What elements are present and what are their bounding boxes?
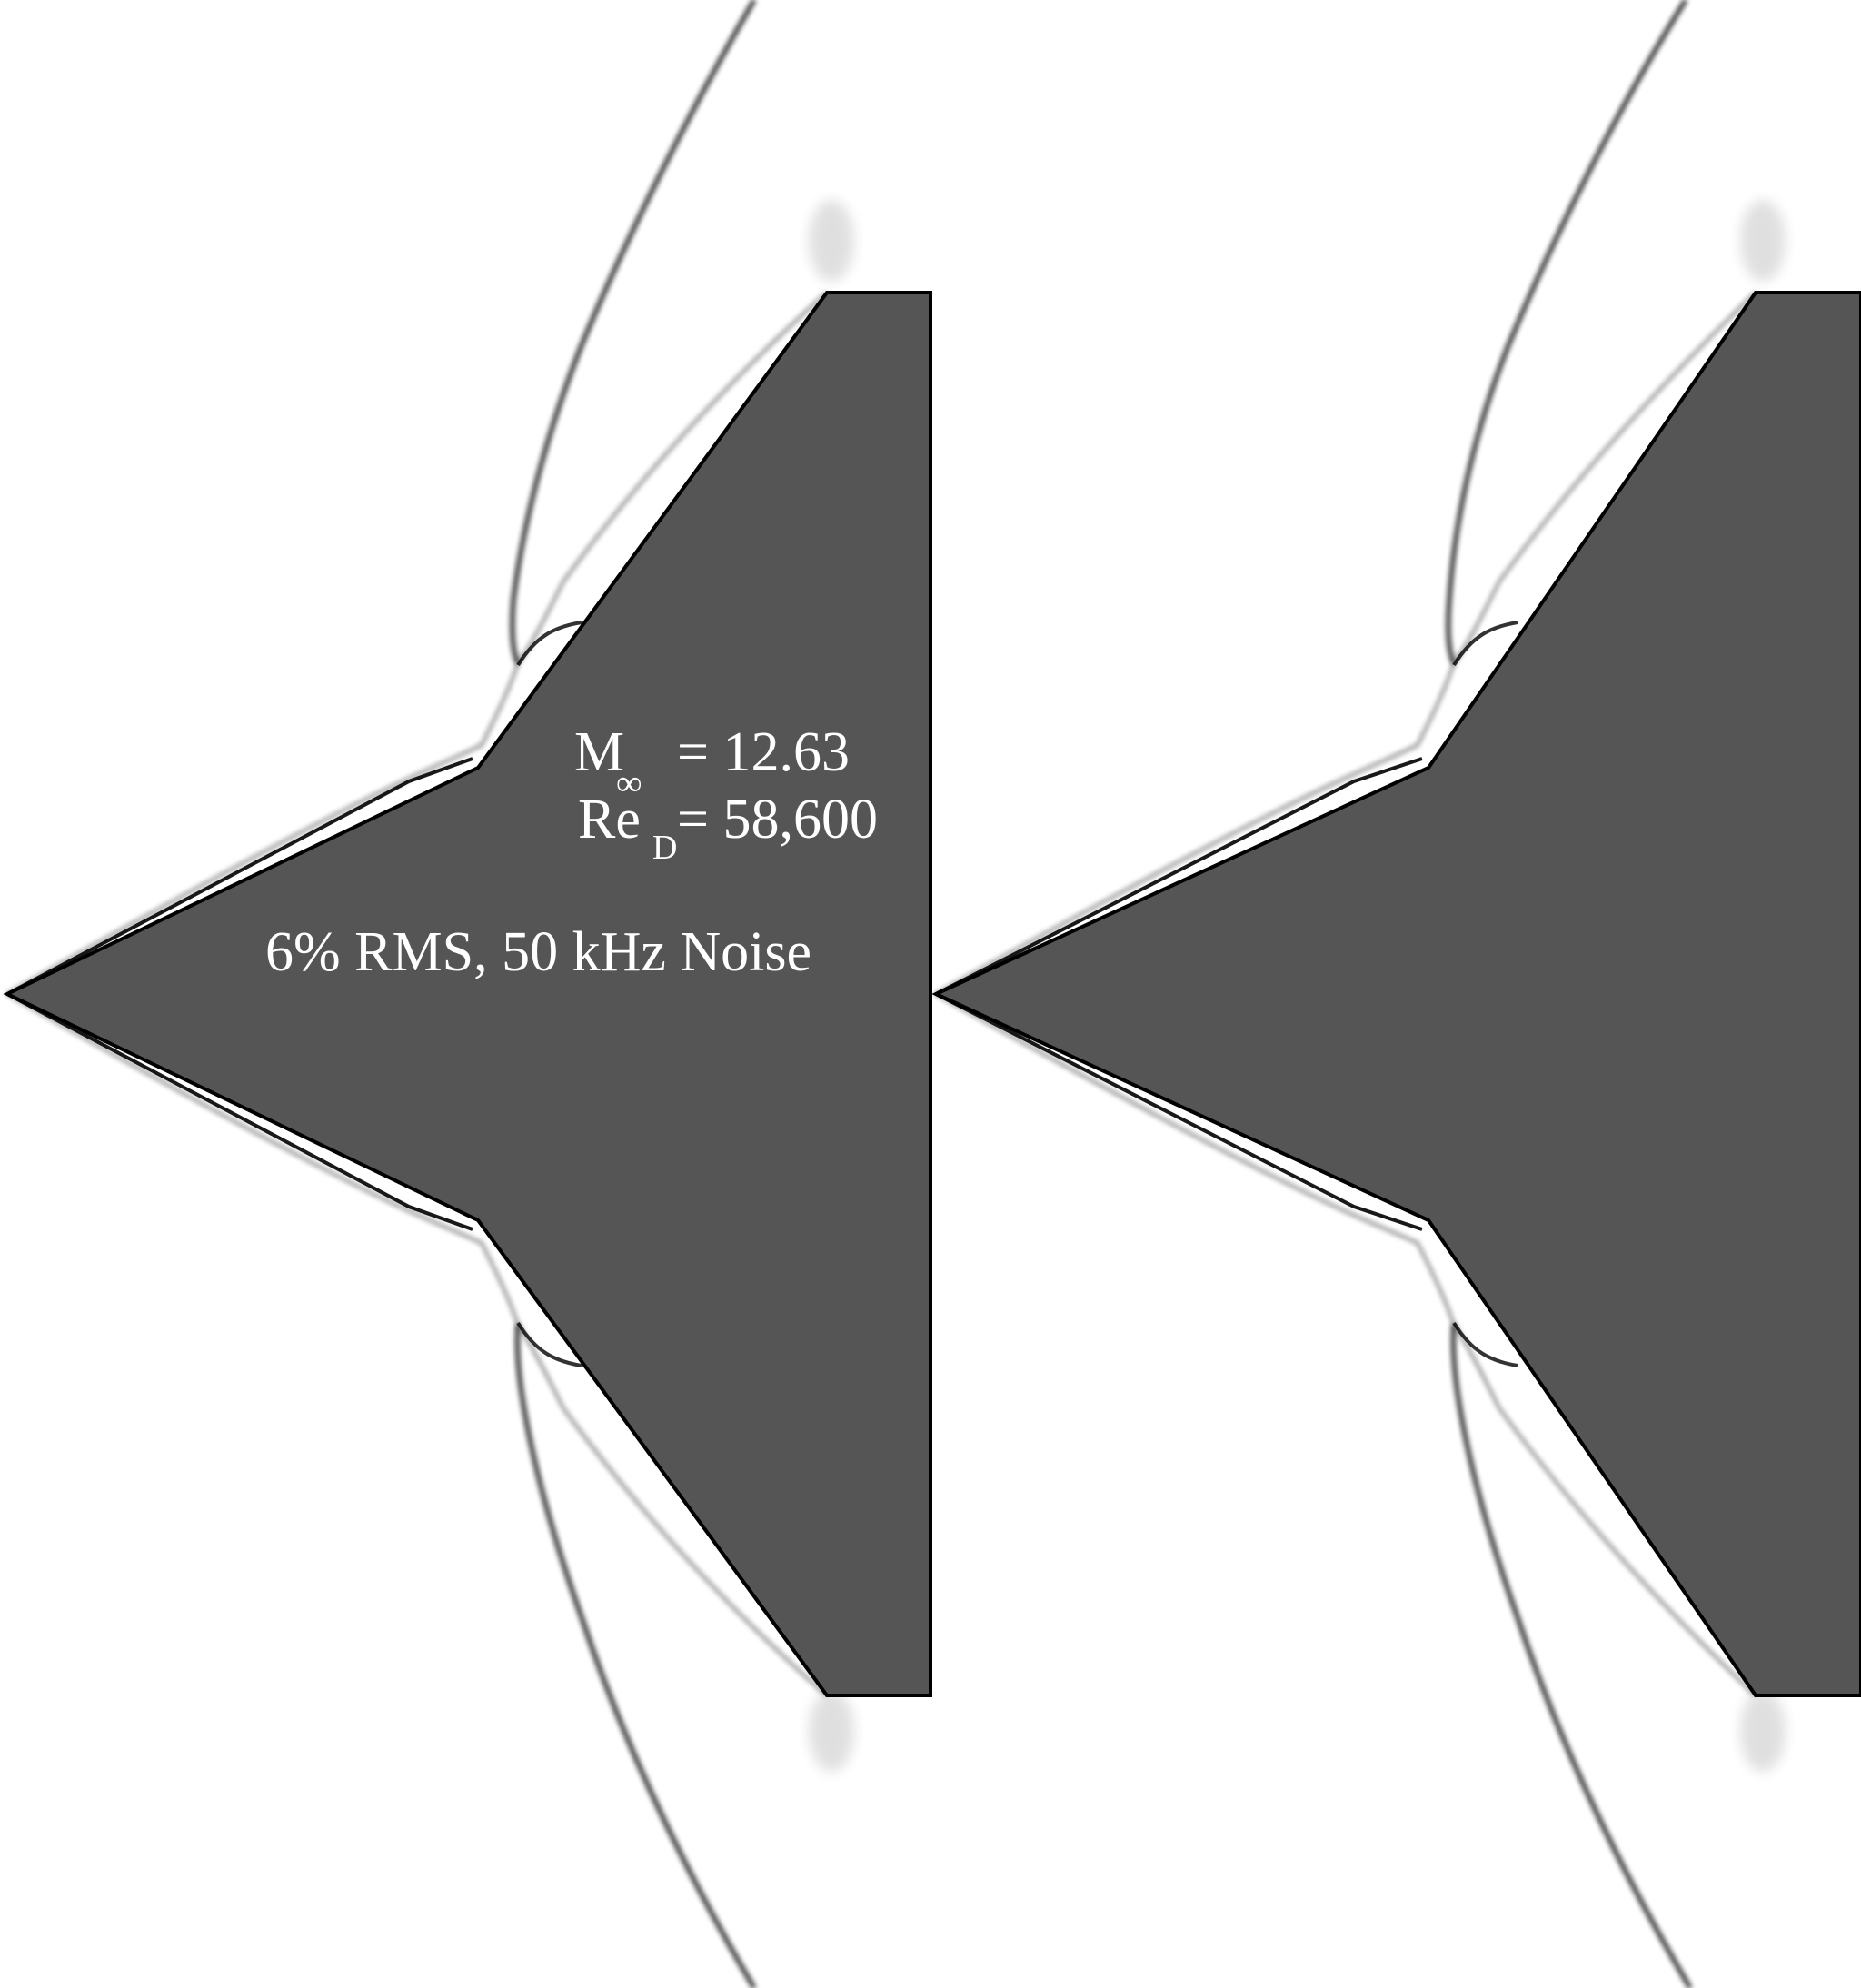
right-lower-bow-shock <box>1450 1324 1693 1988</box>
mach-symbol: M <box>574 721 624 783</box>
right-panel <box>931 0 1861 1988</box>
right-upper-bow-shock <box>1446 0 1688 665</box>
right-upper-blob <box>1740 200 1786 282</box>
mach-value: = 12.63 <box>677 721 850 783</box>
reynolds-symbol: Re <box>578 789 641 850</box>
reynolds-value: = 58,600 <box>677 789 878 850</box>
flow-conditions-annotation: M ∞ = 12.63 Re D = 58,600 6% RMS, 50 kHz… <box>265 721 878 983</box>
left-lower-blob <box>809 1690 854 1772</box>
right-lower-cone-shock <box>935 992 1423 1231</box>
left-lower-shear <box>6 992 828 1697</box>
left-upper-cone-shock <box>6 757 473 996</box>
right-upper-shear <box>935 291 1757 996</box>
noise-label: 6% RMS, 50 kHz Noise <box>265 921 811 983</box>
left-cone-body <box>3 291 932 1697</box>
left-lower-cone-shock <box>6 992 473 1231</box>
mach-subscript: ∞ <box>616 762 642 803</box>
reynolds-subscript: D <box>652 829 677 867</box>
left-lower-separation-shock <box>516 1321 582 1367</box>
right-lower-separation-shock <box>1452 1321 1518 1367</box>
right-cone-body <box>931 291 1861 1697</box>
right-lower-shear <box>935 992 1757 1697</box>
right-lower-blob <box>1740 1690 1786 1772</box>
left-lower-bow-shock <box>514 1324 757 1988</box>
right-upper-separation-shock <box>1452 621 1518 667</box>
left-upper-separation-shock <box>516 621 582 667</box>
left-panel <box>3 0 932 1988</box>
right-upper-cone-shock <box>935 757 1423 996</box>
left-upper-bow-shock <box>510 0 757 665</box>
left-upper-shear <box>6 291 828 996</box>
left-upper-blob <box>809 200 854 282</box>
